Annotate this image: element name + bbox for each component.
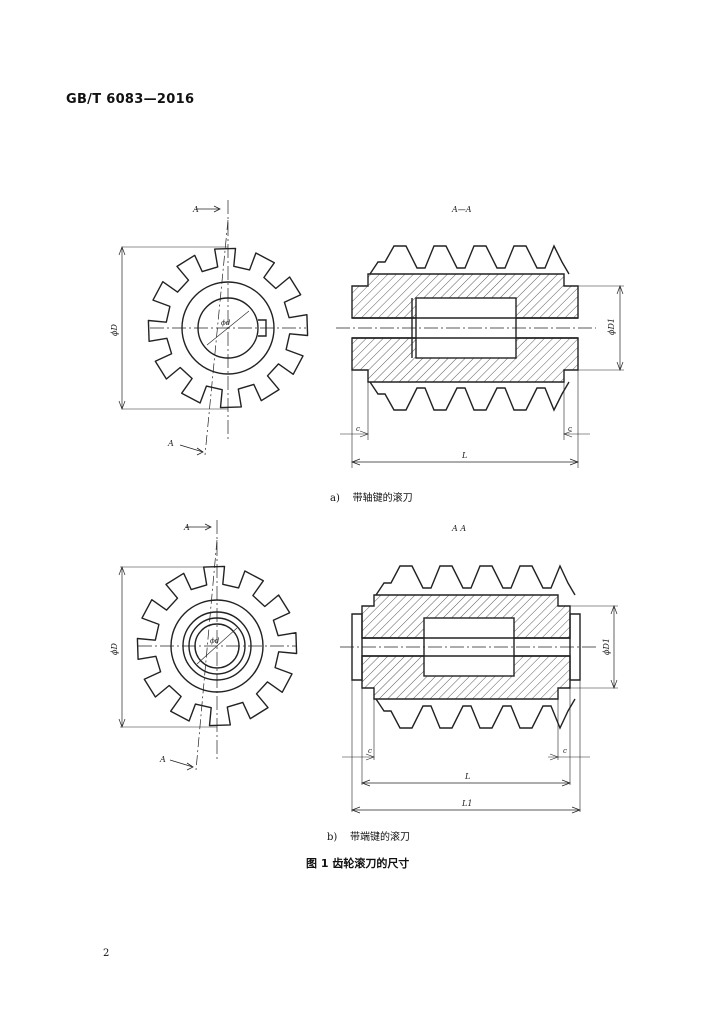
figure-b-caption: b) 带端键的滚刀 <box>327 828 410 843</box>
fig-b-inner-diameter-label: ϕD1 <box>602 638 611 655</box>
fig-b-section-marker-top: A <box>183 523 190 532</box>
fig-b-total-length-label: L1 <box>461 799 472 808</box>
figure-b-caption-text: 带端键的滚刀 <box>350 832 411 843</box>
fig-b-length-label: L <box>464 772 470 781</box>
fig-a-inner-diameter-label: ϕD1 <box>607 318 616 335</box>
figure-a-front-view <box>118 200 309 456</box>
figure-a-caption-label: a) <box>330 493 340 504</box>
page-number: 2 <box>103 948 110 959</box>
fig-a-c-left-label: c <box>356 425 360 433</box>
figure-a-section-view <box>336 244 624 468</box>
fig-a-length-label: L <box>461 451 467 460</box>
figure-b-front-view <box>118 520 298 771</box>
figure-main-caption: 图 1 齿轮滚刀的尺寸 <box>306 857 410 870</box>
figure-a-caption: a) 带轴键的滚刀 <box>330 489 413 504</box>
fig-b-c-right-label: c <box>563 747 567 755</box>
fig-a-section-title: A—A <box>451 205 472 214</box>
fig-b-bore-label: ϕd <box>210 637 220 645</box>
fig-b-outer-diameter-label: ϕD <box>110 643 119 655</box>
figure-a-caption-text: 带轴键的滚刀 <box>352 493 413 504</box>
standard-header: GB/T 6083—2016 <box>66 92 195 107</box>
figure-b-section-view <box>340 564 618 814</box>
fig-a-section-marker-bottom: A <box>167 439 174 448</box>
fig-b-section-title: A A <box>451 524 466 533</box>
fig-b-section-marker-bottom: A <box>159 755 166 764</box>
fig-a-outer-diameter-label: ϕD <box>110 324 119 336</box>
fig-a-c-right-label: c <box>568 425 572 433</box>
fig-a-bore-label: ϕd <box>221 319 231 327</box>
fig-a-section-marker-top: A <box>192 205 199 214</box>
figure-b-caption-label: b) <box>327 832 338 843</box>
fig-b-c-left-label: c <box>368 747 372 755</box>
